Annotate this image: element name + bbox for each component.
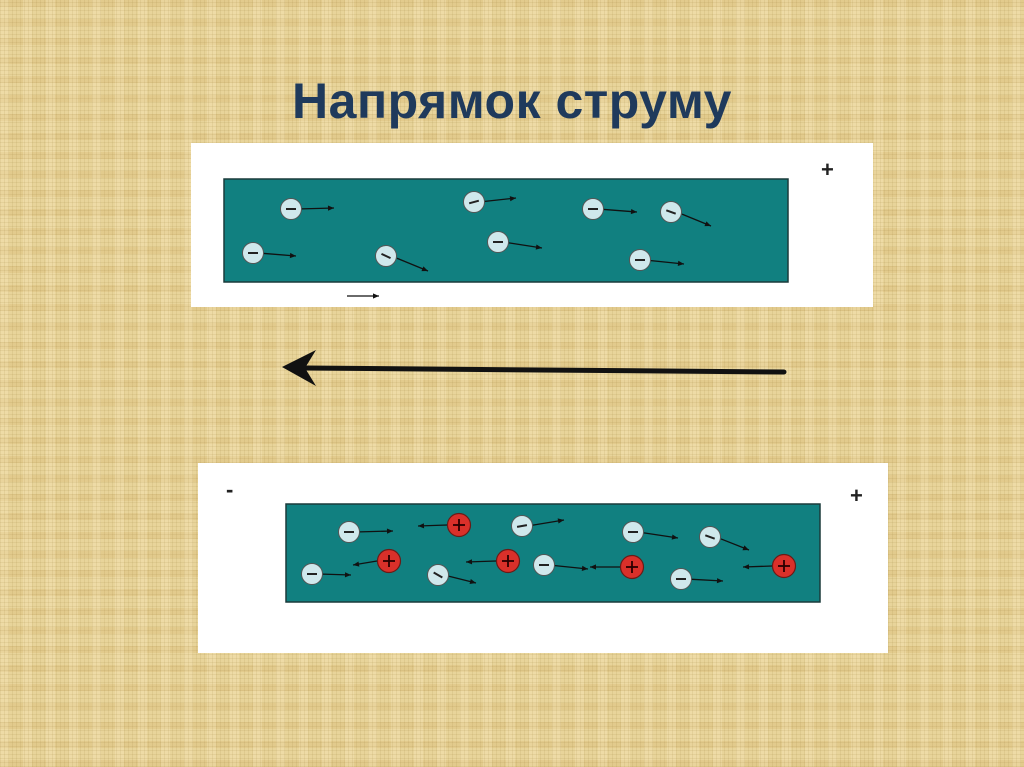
ion-arrow-head (590, 564, 596, 570)
electron-drift-arrow-head (469, 579, 476, 585)
conductor-diagram-bottom (285, 503, 821, 603)
electron-drift-arrow-head (344, 572, 351, 578)
electron-minus-sign (516, 524, 528, 528)
electron-drift-arrow-head (630, 208, 637, 215)
electron-drift-arrow-head (716, 578, 723, 584)
ion-arrow-head (466, 559, 473, 565)
electron-drift-arrow-head (421, 266, 428, 272)
electron-minus-sign (468, 199, 480, 205)
electron-minus-sign (665, 209, 677, 215)
reference-drift-arrow-head (373, 293, 379, 299)
electron-minus-sign (433, 571, 443, 579)
electron-drift-arrow-head (535, 244, 542, 250)
electron-minus-sign (381, 252, 391, 260)
electron-drift-arrow-head (327, 205, 334, 211)
negative-terminal-sign: - (226, 477, 234, 502)
electron-drift-arrow-head (581, 565, 588, 571)
conductor-bar (285, 503, 821, 603)
electron-drift-arrow-head (677, 260, 684, 266)
electron-drift-arrow-head (671, 534, 678, 540)
ion-arrow-head (743, 564, 750, 570)
current-arrow-shaft (302, 365, 787, 375)
conductor-bar (223, 178, 789, 283)
conductor-diagram-top (223, 178, 789, 299)
positive-terminal-sign: + (821, 157, 834, 182)
electron-drift-arrow-head (557, 518, 564, 524)
electron-minus-sign (704, 534, 716, 540)
electron-drift-arrow-head (386, 528, 393, 534)
page-title: Напрямок струму (292, 73, 732, 129)
electron-drift-arrow-head (704, 221, 711, 227)
conductor-panel-top: + (191, 143, 873, 307)
ion-arrow-head (418, 523, 425, 529)
electron-drift-arrow-head (289, 252, 296, 259)
conductor-panel-bottom: - + (198, 463, 888, 653)
ion-arrow-head (353, 561, 360, 567)
current-arrow-head (282, 350, 316, 386)
electron-drift-arrow-head (509, 196, 516, 202)
electron-drift-arrow-head (742, 545, 749, 551)
positive-terminal-sign: + (850, 483, 863, 508)
